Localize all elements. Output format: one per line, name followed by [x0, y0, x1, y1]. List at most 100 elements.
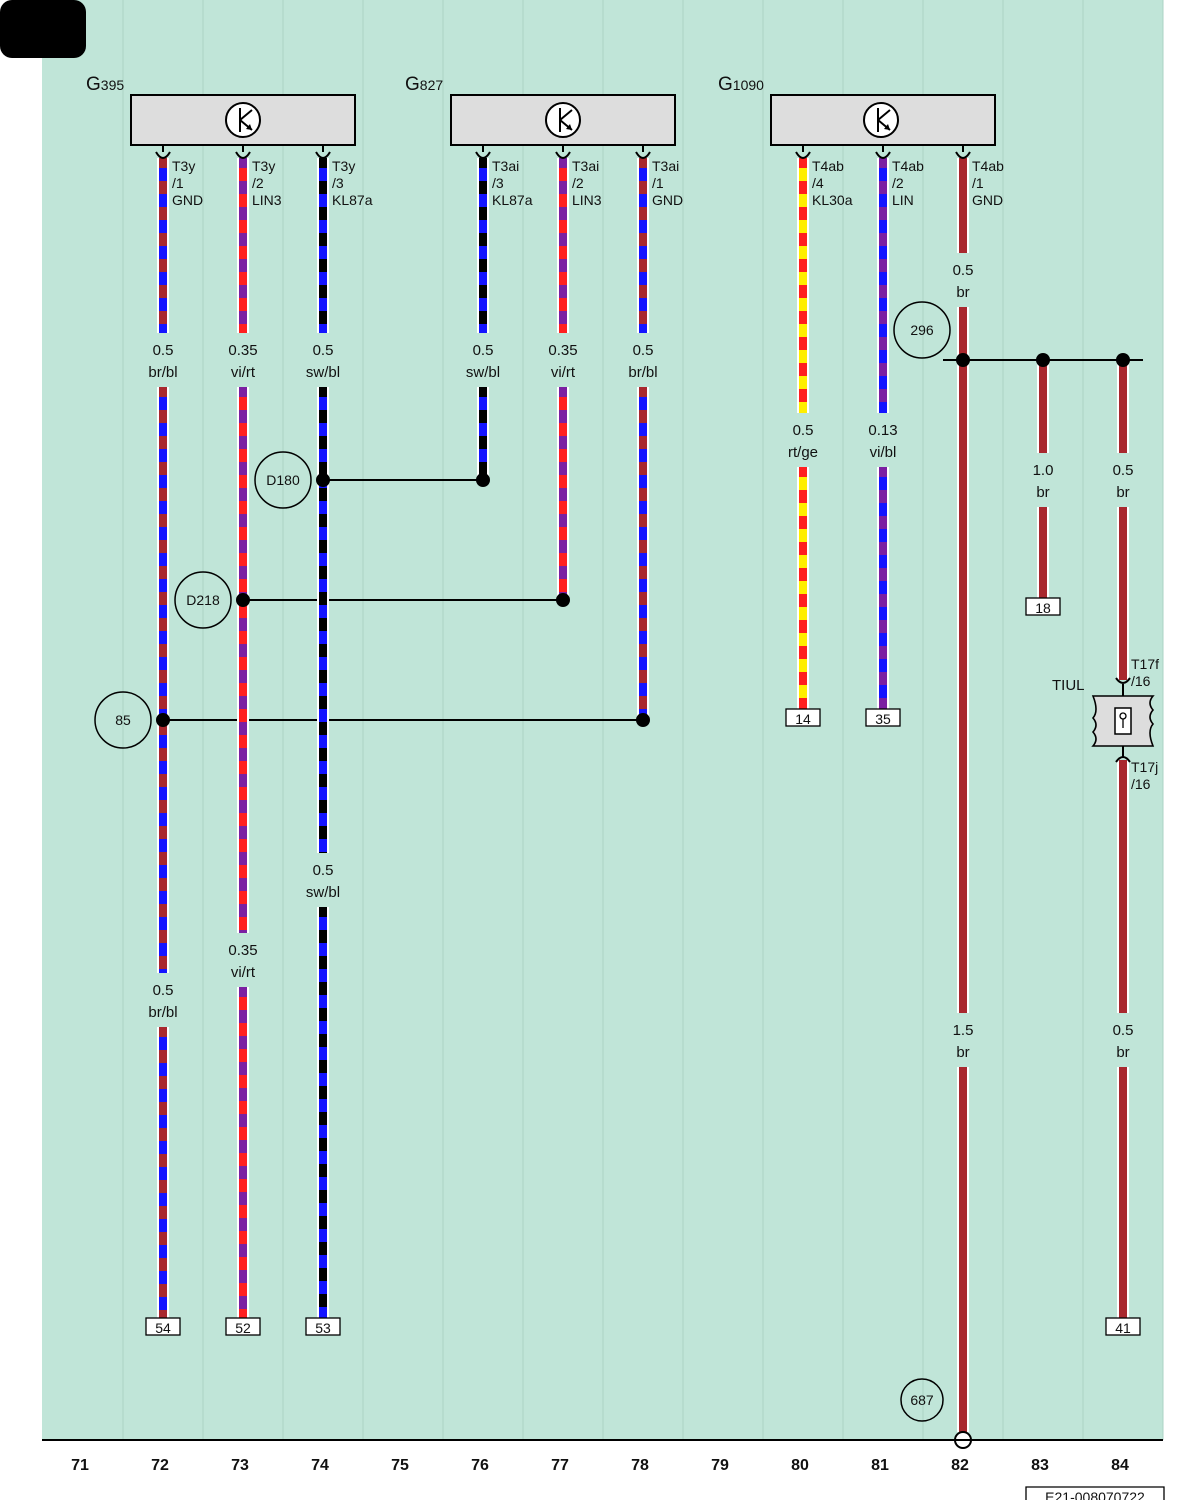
- wire-stripe: [159, 761, 167, 774]
- wire-stripe: [319, 1099, 327, 1112]
- splice-dots: [156, 353, 1130, 727]
- wire-color: sw/bl: [306, 364, 340, 381]
- svg-text:687: 687: [910, 1392, 934, 1408]
- wire-stripe: [239, 298, 247, 311]
- wire-stripe: [319, 246, 327, 259]
- wire: [1119, 1067, 1127, 1318]
- sensor-icon: [545, 102, 581, 138]
- splice-dot: [316, 473, 330, 487]
- connector-pin: /16: [1131, 673, 1151, 689]
- splice-labels: 296 D180 D218 85 687: [94, 301, 951, 1422]
- wire-color: br/bl: [628, 364, 657, 381]
- ground-687[interactable]: 687: [900, 1378, 944, 1422]
- component-name: G: [86, 74, 101, 95]
- sensor-icon: [225, 102, 261, 138]
- pin-hook: [555, 151, 571, 159]
- wire-stripe: [479, 272, 487, 285]
- wire-stripe: [799, 246, 807, 259]
- wire-stripe: [479, 449, 487, 462]
- wire-stripe: [559, 194, 567, 207]
- wire-stripe: [879, 272, 887, 285]
- wire-stripe: [239, 997, 247, 1010]
- wire-stripe: [159, 475, 167, 488]
- wire: [959, 1067, 967, 1432]
- terminal-52[interactable]: 52: [225, 1317, 261, 1336]
- wire-stripe: [319, 1255, 327, 1268]
- wire-stripe: [239, 501, 247, 514]
- terminal-54[interactable]: 54: [145, 1317, 181, 1336]
- svg-text:0.5br/bl: 0.5br/bl: [148, 342, 177, 381]
- splice-dot: [1036, 353, 1050, 367]
- splice-296[interactable]: 296: [893, 301, 951, 359]
- wire-stripe: [159, 553, 167, 566]
- wire-stripe: [319, 553, 327, 566]
- wire: [559, 158, 567, 333]
- component-g827[interactable]: G827: [405, 74, 676, 146]
- wire-stripe: [479, 324, 487, 333]
- wire: [1119, 507, 1127, 680]
- wire-stripe: [799, 477, 807, 490]
- wire-color: br: [1036, 484, 1049, 501]
- wire-stripe: [879, 220, 887, 233]
- component-name: G: [718, 74, 733, 95]
- terminal-18[interactable]: 18: [1025, 597, 1061, 616]
- wire-stripe: [159, 246, 167, 259]
- terminal-41[interactable]: 41: [1105, 1317, 1141, 1336]
- wire: [319, 907, 327, 1318]
- wire-stripe: [319, 683, 327, 696]
- wire-stripe: [639, 449, 647, 462]
- wire-stripe: [159, 657, 167, 670]
- wire-stripe: [319, 813, 327, 826]
- splice-dot: [556, 593, 570, 607]
- wire-stripe: [319, 631, 327, 644]
- wire: [479, 158, 487, 333]
- wire-size: 0.35: [228, 942, 257, 959]
- wire-stripe: [159, 1193, 167, 1206]
- terminal-53[interactable]: 53: [305, 1317, 341, 1336]
- wire-stripe: [319, 735, 327, 748]
- wire-stripe: [799, 685, 807, 698]
- wire: [639, 158, 647, 333]
- wire-stripe: [159, 1245, 167, 1258]
- wire-stripe: [479, 423, 487, 436]
- splice-85[interactable]: 85: [94, 691, 152, 749]
- fuse-icon: [1114, 707, 1132, 735]
- wire-stripe: [319, 324, 327, 333]
- wire-size: 0.5: [313, 862, 334, 879]
- wire-stripe: [239, 1179, 247, 1192]
- terminal-14[interactable]: 14: [785, 708, 821, 727]
- pin-line: /2: [252, 175, 264, 191]
- wire-stripe: [159, 605, 167, 618]
- wire-stripe: [319, 1151, 327, 1164]
- svg-text:0.5br/bl: 0.5br/bl: [148, 982, 177, 1021]
- pin-line: T4ab: [972, 158, 1004, 174]
- svg-text:T17j/16: T17j/16: [1131, 759, 1158, 792]
- splice-dot: [1116, 353, 1130, 367]
- splice-d218[interactable]: D218: [174, 571, 232, 629]
- drawing-id-box: E21-008070722: [1025, 1486, 1165, 1500]
- wire: [1119, 360, 1127, 453]
- wire-stripe: [159, 168, 167, 181]
- wire-stripe: [159, 1141, 167, 1154]
- column-number: 73: [231, 1457, 249, 1474]
- wire-stripe: [239, 1127, 247, 1140]
- splice-d180[interactable]: D180: [254, 451, 312, 509]
- column-number: 71: [71, 1457, 89, 1474]
- wire-stripe: [159, 1089, 167, 1102]
- svg-text:D218: D218: [186, 592, 220, 608]
- wire-stripe: [159, 397, 167, 410]
- wire-stripe: [479, 220, 487, 233]
- wire-color: vi/bl: [870, 444, 897, 461]
- wire-stripe: [159, 272, 167, 285]
- column-number: 84: [1111, 1457, 1129, 1474]
- wire-stripe: [879, 529, 887, 542]
- wire-stripe: [159, 194, 167, 207]
- connector-tiul[interactable]: TIUL T17f/16 T17j/16: [1052, 656, 1159, 792]
- component-g1090[interactable]: G1090: [718, 74, 996, 146]
- wire-size: 0.5: [473, 342, 494, 359]
- wire-stripe: [559, 579, 567, 592]
- terminal-35[interactable]: 35: [865, 708, 901, 727]
- svg-text:14: 14: [795, 711, 811, 727]
